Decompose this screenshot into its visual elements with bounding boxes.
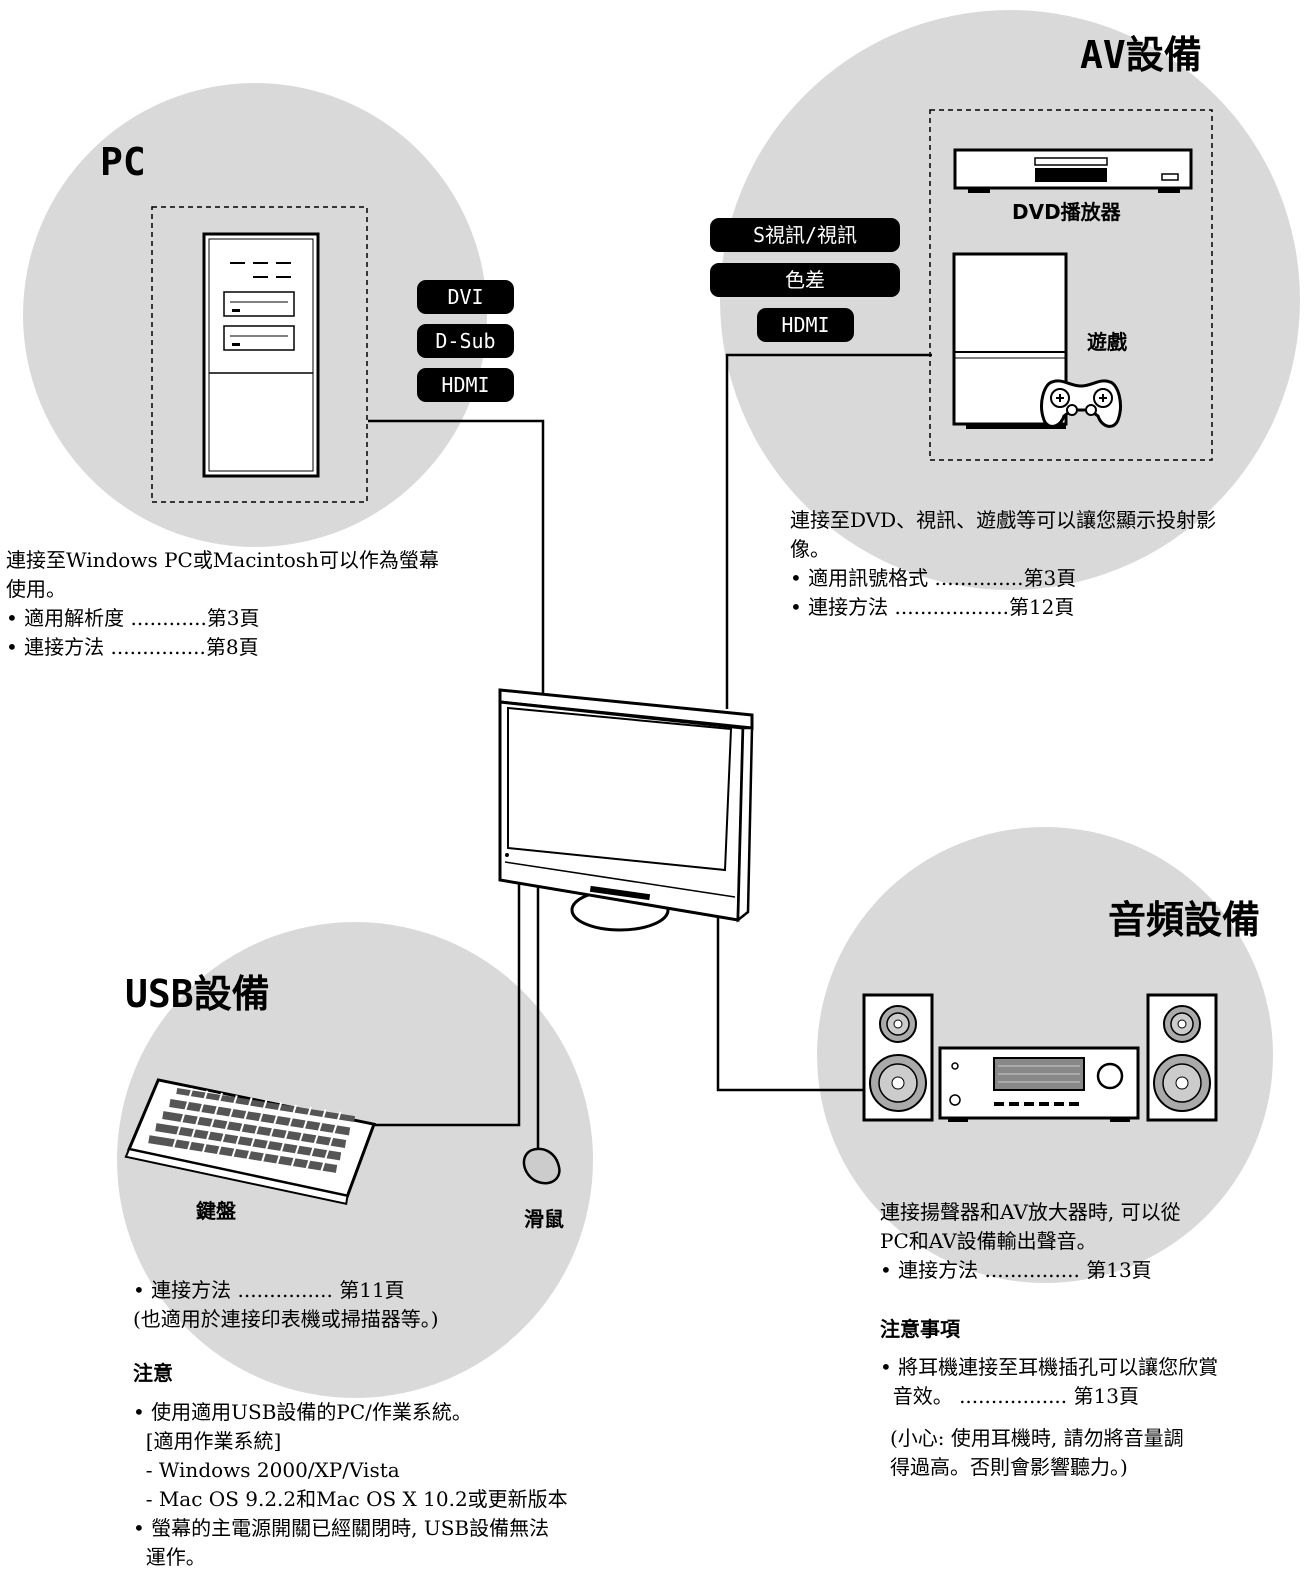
audio-note-line: 音效。 ................. 第13頁 xyxy=(880,1384,1139,1408)
av-item-connection: • 連接方法 ..................第12頁 xyxy=(790,595,1075,619)
av-item-signal-format: • 適用訊號格式 ..............第3頁 xyxy=(790,566,1077,590)
usb-note-line: • 使用適用USB設備的PC/作業系統。 xyxy=(133,1400,472,1424)
audio-caution-line: 得過高。否則會影響聽力。) xyxy=(890,1455,1128,1479)
pc-item-resolution: • 適用解析度 ............第3頁 xyxy=(6,606,260,630)
usb-note-line: [適用作業系統] xyxy=(133,1429,282,1453)
usb-item-connection: • 連接方法 ............... 第11頁 xyxy=(133,1278,405,1302)
usb-note-line: - Mac OS 9.2.2和Mac OS X 10.2或更新版本 xyxy=(133,1487,568,1511)
usb-item-note: (也適用於連接印表機或掃描器等。) xyxy=(133,1307,439,1331)
right-speaker-icon xyxy=(1146,993,1218,1122)
connector-hdmi-pc: HDMI xyxy=(417,368,514,402)
usb-note-heading: 注意 xyxy=(133,1361,173,1385)
audio-cable xyxy=(716,915,864,1092)
usb-note-line: 運作。 xyxy=(133,1545,206,1569)
av-amplifier-icon xyxy=(938,1046,1140,1122)
pc-item-connection: • 連接方法 ...............第8頁 xyxy=(6,635,259,659)
av-cable xyxy=(725,353,932,709)
pc-description-line2: 使用。 xyxy=(6,577,66,601)
av-description-line2: 像。 xyxy=(790,537,830,561)
dvd-player-icon xyxy=(953,148,1193,193)
audio-item-connection: • 連接方法 ............... 第13頁 xyxy=(880,1258,1152,1282)
av-title: AV設備 xyxy=(1080,33,1202,77)
mouse-label: 滑鼠 xyxy=(524,1207,564,1231)
pc-cable xyxy=(368,419,545,693)
connector-component: 色差 xyxy=(710,263,900,297)
av-dashed-box xyxy=(929,109,1213,461)
pc-dashed-box xyxy=(151,206,368,503)
audio-title: 音頻設備 xyxy=(1108,898,1261,942)
left-speaker-icon xyxy=(862,993,934,1122)
pc-description-line1: 連接至Windows PC或Macintosh可以作為螢幕 xyxy=(6,548,439,572)
keyboard-label: 鍵盤 xyxy=(196,1199,236,1223)
game-controller-icon xyxy=(1040,379,1122,428)
audio-note-heading: 注意事項 xyxy=(880,1317,960,1341)
connector-svideo: S視訊/視訊 xyxy=(710,218,900,252)
connector-hdmi-av: HDMI xyxy=(757,308,854,342)
mouse-icon xyxy=(522,1147,561,1185)
audio-note-line: • 將耳機連接至耳機插孔可以讓您欣賞 xyxy=(880,1355,1219,1379)
keyboard-cable xyxy=(357,880,521,1127)
pc-tower-icon xyxy=(202,232,320,478)
connector-dvi: DVI xyxy=(417,280,514,314)
usb-note-line: - Windows 2000/XP/Vista xyxy=(133,1458,400,1482)
pc-title: PC xyxy=(100,140,146,184)
usb-title: USB設備 xyxy=(125,972,270,1016)
connector-dsub: D-Sub xyxy=(417,324,514,358)
dvd-player-label: DVD播放器 xyxy=(1012,200,1121,224)
av-description-line1: 連接至DVD、視訊、遊戲等可以讓您顯示投射影 xyxy=(790,508,1217,532)
usb-note-line: • 螢幕的主電源開關已經關閉時, USB設備無法 xyxy=(133,1516,550,1540)
game-label: 遊戲 xyxy=(1087,330,1127,354)
audio-description-line1: 連接揚聲器和AV放大器時, 可以從 xyxy=(880,1200,1181,1224)
audio-caution-line: (小心: 使用耳機時, 請勿將音量調 xyxy=(890,1426,1184,1450)
keyboard-icon xyxy=(124,1078,377,1206)
monitor-icon xyxy=(498,688,754,932)
audio-description-line2: PC和AV設備輸出聲音。 xyxy=(880,1229,1097,1253)
